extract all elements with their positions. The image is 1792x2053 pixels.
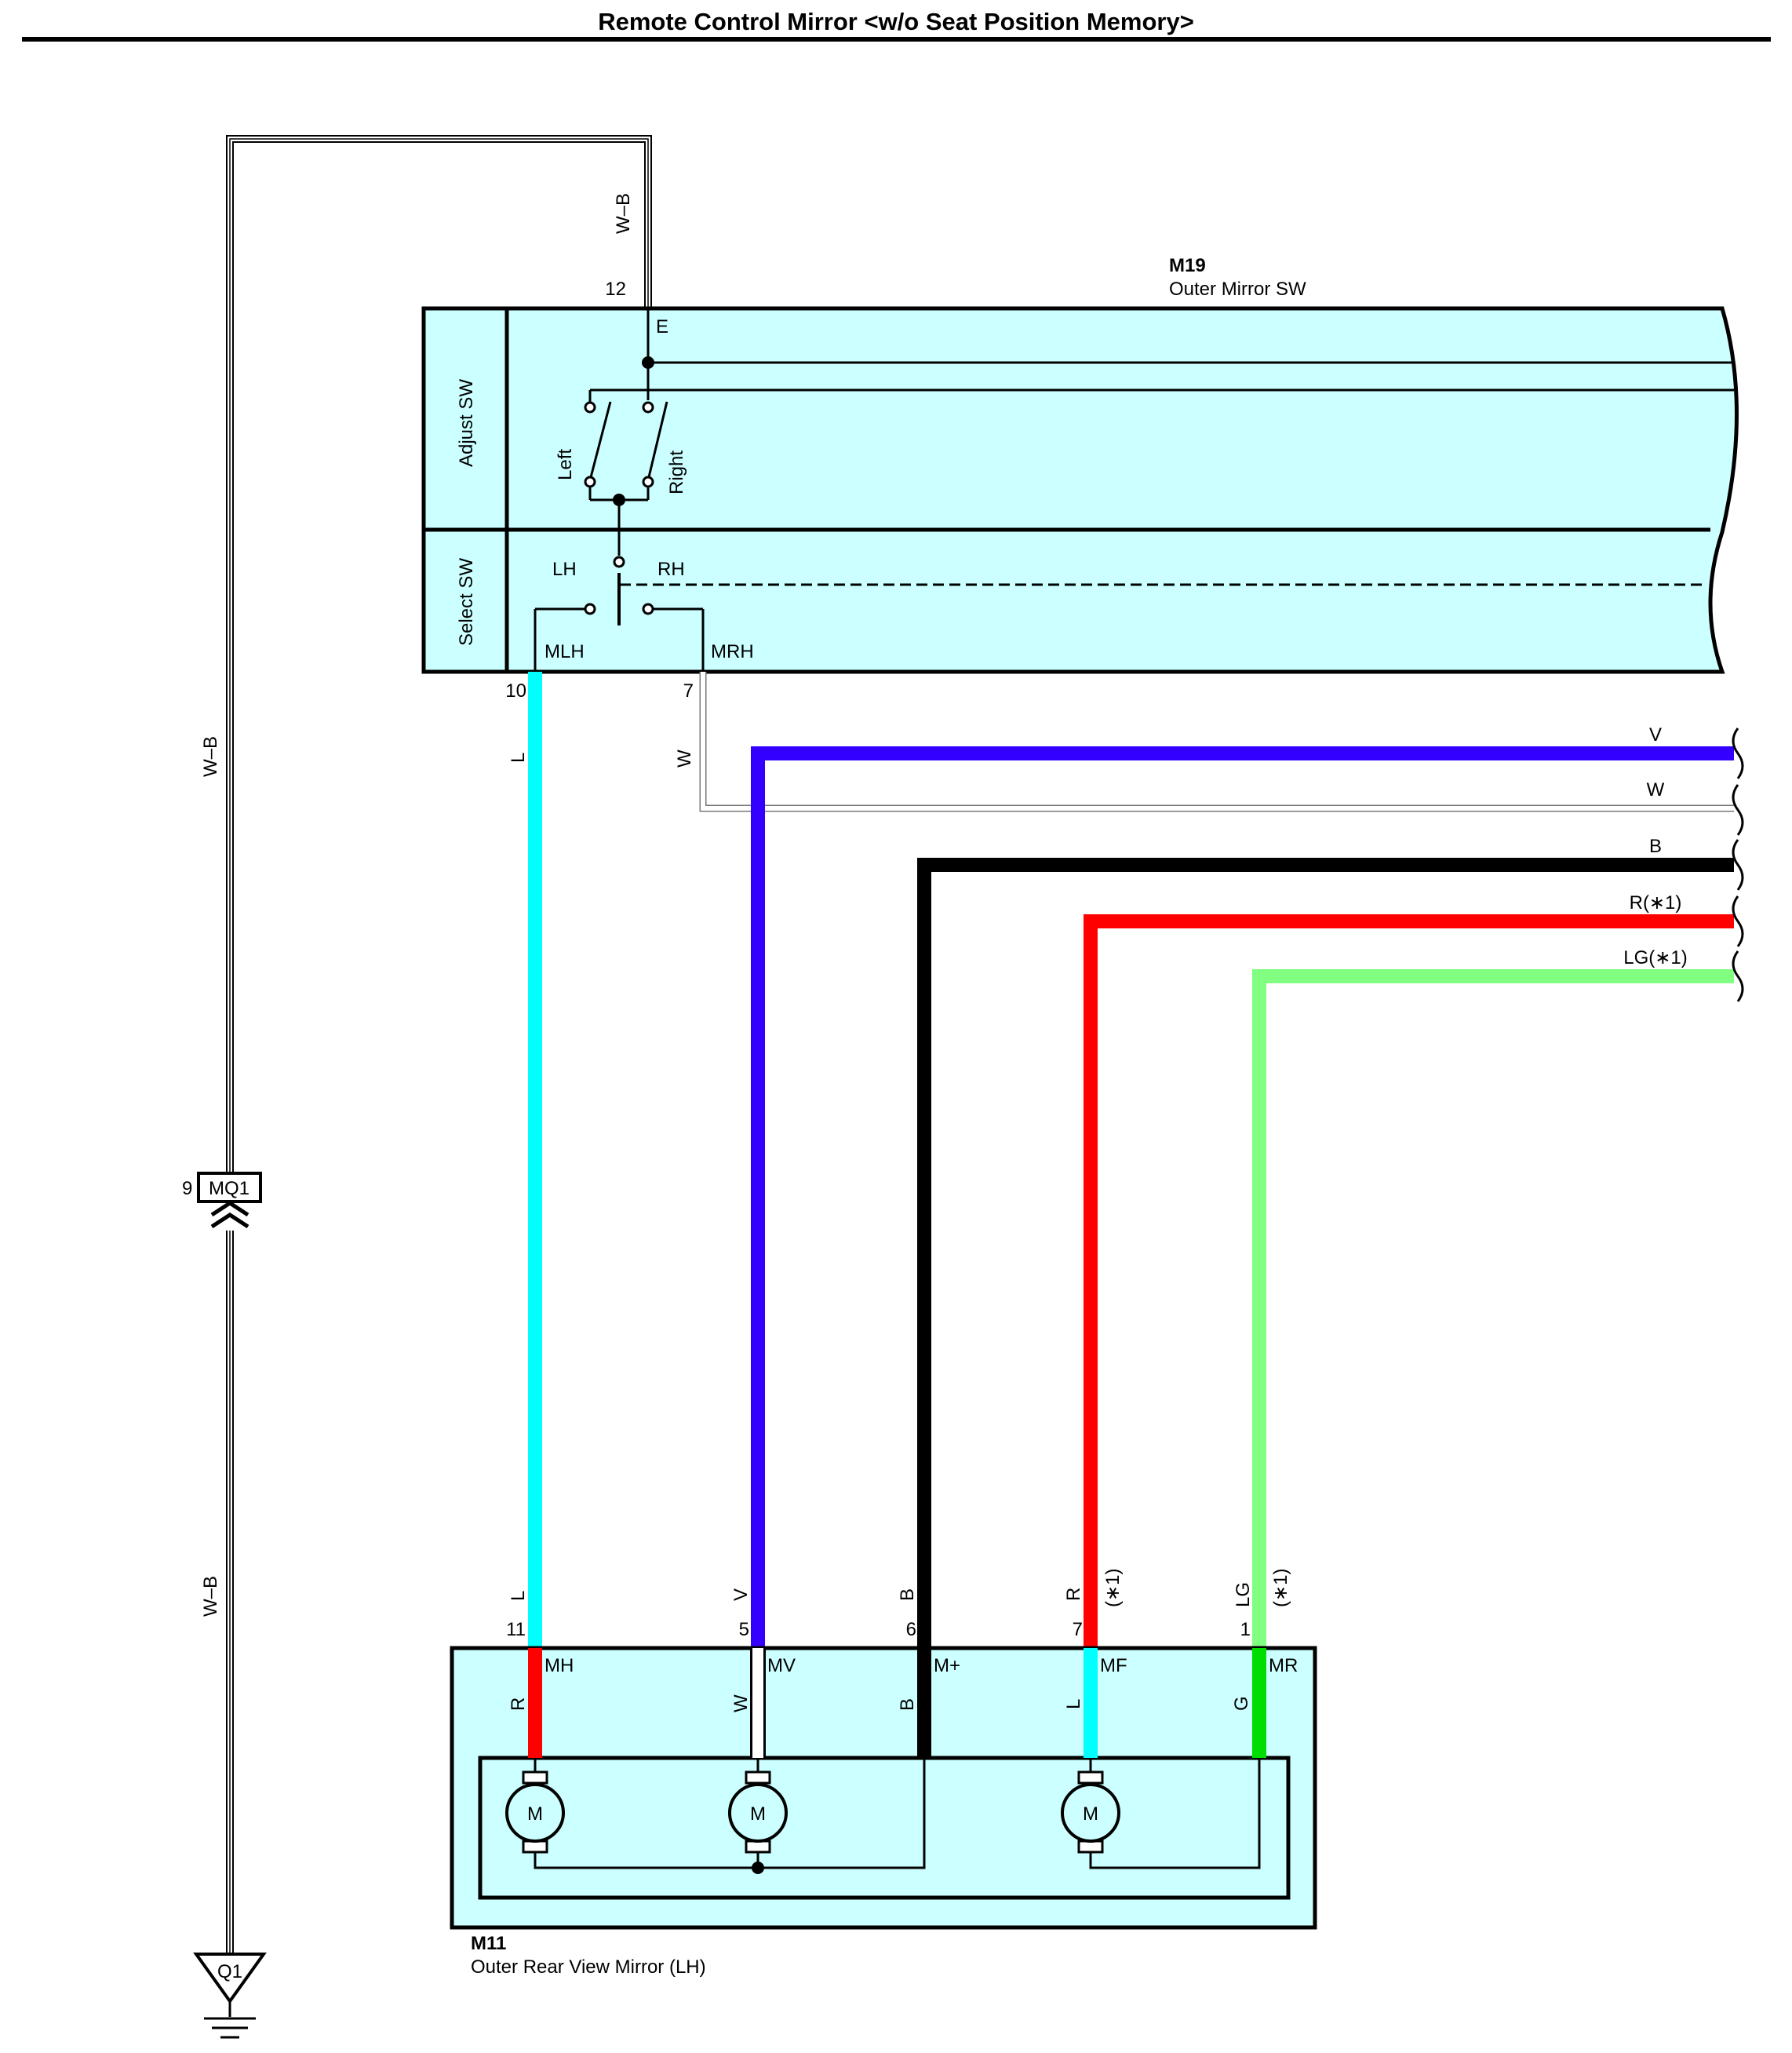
connector-mq1-pin: 9 <box>182 1178 192 1199</box>
mirror-outer-label-lg: LG <box>1233 1582 1254 1607</box>
right-wire-label-lg: LG(∗1) <box>1623 947 1687 968</box>
mirror-pin-mr: 1 <box>1240 1619 1251 1640</box>
mirror-outer-label-b: B <box>897 1588 918 1601</box>
junction-e <box>642 356 654 369</box>
wire-break-marks <box>1732 727 1744 1002</box>
mirror-outer-note-lg: (∗1) <box>1270 1569 1291 1607</box>
ground-q1-label: Q1 <box>217 1961 242 1982</box>
wire-lg <box>1252 969 1734 1648</box>
pin-mlh: 10 <box>505 680 526 702</box>
mirror-pin-mv: 5 <box>739 1619 749 1640</box>
inner-label-b: B <box>897 1698 918 1711</box>
motor-2-label: M <box>750 1803 766 1825</box>
right-wire-label-r: R(∗1) <box>1630 892 1682 913</box>
mirror-unit-code: M11 <box>471 1933 506 1954</box>
inner-label-w: W <box>730 1694 752 1712</box>
terminal-mf: MF <box>1100 1655 1127 1676</box>
motor-2-icon <box>728 1770 788 1854</box>
terminal-mv: MV <box>767 1655 796 1676</box>
mirror-outer-label-v: V <box>730 1588 752 1601</box>
mirror-unit-box <box>450 1646 1317 1930</box>
ground-wire <box>226 135 652 1954</box>
mlh-terminal-label: MLH <box>545 641 585 662</box>
wire-r <box>1084 914 1734 1648</box>
switch-unit-box <box>421 306 1739 674</box>
switch-contacts <box>584 401 654 615</box>
mirror-outer-label-l: L <box>508 1591 529 1601</box>
motor-1-label: M <box>527 1803 543 1825</box>
pin-mrh: 7 <box>683 680 694 702</box>
select-sw-label: Select SW <box>456 558 477 646</box>
mirror-outer-note-r: (∗1) <box>1102 1569 1124 1607</box>
switch-unit-code: M19 <box>1169 255 1206 276</box>
wb-label-bottom: W–B <box>200 1576 221 1617</box>
connector-mq1 <box>197 1172 262 1229</box>
terminal-mr: MR <box>1269 1655 1298 1676</box>
mrh-wire-label: W <box>674 749 695 768</box>
inner-label-l: L <box>1063 1699 1084 1709</box>
mirror-pin-mf: 7 <box>1073 1619 1083 1640</box>
lh-contact-label: LH <box>552 559 577 580</box>
terminal-mh: MH <box>545 1655 574 1676</box>
motor-3-label: M <box>1083 1803 1098 1825</box>
left-contact-label: Left <box>555 449 576 480</box>
adjust-sw-label: Adjust SW <box>456 379 477 467</box>
mirror-pin-mh: 11 <box>506 1619 526 1640</box>
pin-e: 12 <box>605 279 626 300</box>
switch-unit-name: Outer Mirror SW <box>1169 279 1306 300</box>
mlh-wire-label: L <box>508 753 529 763</box>
inner-label-g: G <box>1231 1696 1252 1711</box>
terminal-mplus: M+ <box>934 1655 960 1676</box>
mirror-unit-name: Outer Rear View Mirror (LH) <box>471 1956 706 1978</box>
wb-label-top: W–B <box>613 193 634 234</box>
right-wire-label-b: B <box>1649 836 1662 857</box>
mirror-pin-mplus: 6 <box>906 1619 916 1640</box>
inner-label-r: R <box>508 1697 529 1711</box>
wire-b <box>917 858 1734 1648</box>
right-wire-label-w: W <box>1647 779 1665 800</box>
page-title: Remote Control Mirror <w/o Seat Position… <box>598 8 1194 35</box>
mrh-terminal-label: MRH <box>711 641 754 662</box>
ground-q1-icon <box>193 1953 267 2039</box>
wire-v <box>751 746 1734 1648</box>
motor-junction <box>752 1862 764 1874</box>
right-wire-label-v: V <box>1649 724 1662 746</box>
mirror-outer-label-r: R <box>1063 1588 1084 1601</box>
switch-circuit <box>534 308 1734 672</box>
right-contact-label: Right <box>666 450 687 494</box>
junction-adjust <box>613 494 625 506</box>
motor-1-icon <box>505 1770 565 1854</box>
terminal-e-label: E <box>656 316 668 337</box>
motor-3-icon <box>1061 1770 1120 1854</box>
wb-label-mid: W–B <box>200 736 221 777</box>
connector-mq1-label: MQ1 <box>209 1178 249 1199</box>
rh-contact-label: RH <box>657 559 685 580</box>
wire-w <box>699 672 1734 812</box>
